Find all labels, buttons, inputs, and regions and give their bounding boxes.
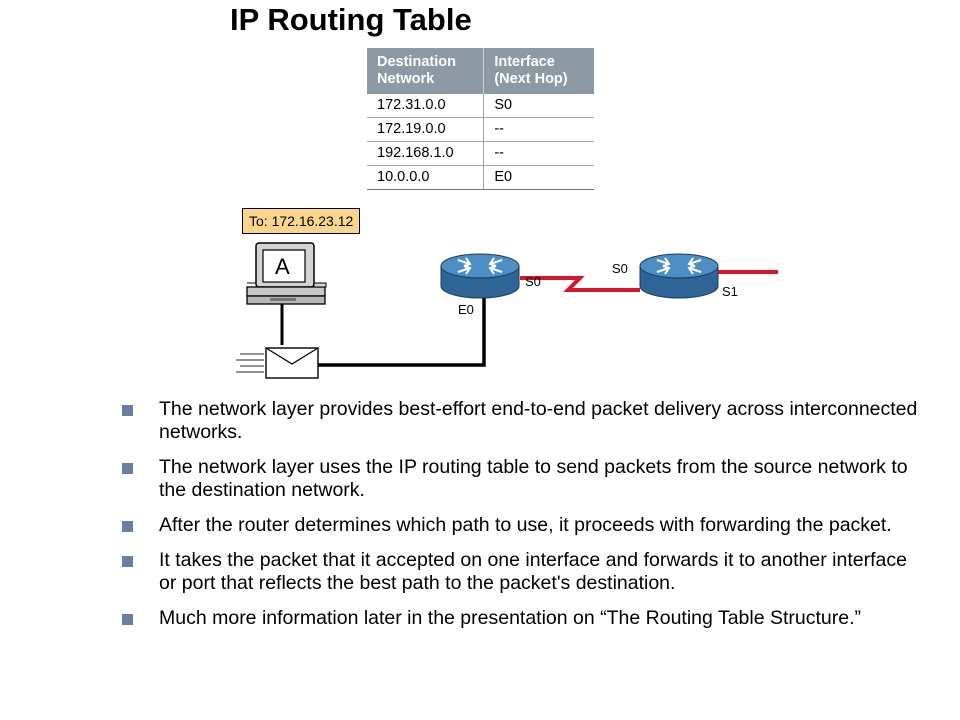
cell-destination: 192.168.1.0 <box>367 141 485 166</box>
header-dest-line-1: Destination <box>377 54 456 70</box>
list-item: It takes the packet that it accepted on … <box>122 549 922 595</box>
router-2-s0-label: S0 <box>612 261 628 276</box>
table-row: 10.0.0.0 E0 <box>367 165 594 190</box>
bullet-text: The network layer provides best-effort e… <box>159 398 918 443</box>
bullet-text: It takes the packet that it accepted on … <box>159 549 907 594</box>
packet-envelope-icon <box>236 347 319 379</box>
cell-interface: S0 <box>483 94 594 118</box>
table-row: 172.19.0.0 -- <box>367 117 594 142</box>
cell-destination: 10.0.0.0 <box>367 165 485 190</box>
page-title: IP Routing Table <box>230 2 472 37</box>
cell-interface: -- <box>483 117 594 142</box>
serial-link <box>520 276 640 292</box>
router-2-s1-label: S1 <box>722 284 738 299</box>
ethernet-link <box>318 296 486 367</box>
column-header-interface: Interface (Next Hop) <box>483 48 594 94</box>
cell-interface: E0 <box>483 165 594 190</box>
bullet-text: The network layer uses the IP routing ta… <box>159 456 908 501</box>
list-item: The network layer provides best-effort e… <box>122 398 922 444</box>
packet-destination-callout: To: 172.16.23.12 <box>242 208 361 234</box>
bullet-square-icon <box>122 521 133 532</box>
list-item: Much more information later in the prese… <box>122 607 922 630</box>
bullet-square-icon <box>122 463 133 474</box>
bullet-text: Much more information later in the prese… <box>159 607 861 629</box>
list-item: The network layer uses the IP routing ta… <box>122 456 922 502</box>
bullet-square-icon <box>122 614 133 625</box>
cell-destination: 172.31.0.0 <box>367 94 485 118</box>
table-row: 172.31.0.0 S0 <box>367 94 594 118</box>
header-iface-line-2: (Next Hop) <box>494 71 568 87</box>
router-1-s0-label: S0 <box>525 274 541 289</box>
bullet-square-icon <box>122 405 133 416</box>
header-dest-line-2: Network <box>377 71 435 87</box>
bullet-square-icon <box>122 556 133 567</box>
bullet-text: After the router determines which path t… <box>159 514 892 536</box>
table-row: 192.168.1.0 -- <box>367 141 594 166</box>
table-header-row: Destination Network Interface (Next Hop) <box>367 48 594 94</box>
header-iface-line-1: Interface <box>494 54 555 70</box>
cell-interface: -- <box>483 141 594 166</box>
host-computer-icon <box>246 242 327 305</box>
router-1-icon <box>440 253 520 299</box>
column-header-destination: Destination Network <box>367 48 485 94</box>
router-2-icon <box>639 253 719 299</box>
bullet-list: The network layer provides best-effort e… <box>122 398 922 642</box>
list-item: After the router determines which path t… <box>122 514 922 537</box>
cell-destination: 172.19.0.0 <box>367 117 485 142</box>
router-1-e0-label: E0 <box>458 302 474 317</box>
network-diagram <box>236 242 778 379</box>
host-label: A <box>275 254 290 279</box>
routing-table: Destination Network Interface (Next Hop)… <box>367 48 594 190</box>
